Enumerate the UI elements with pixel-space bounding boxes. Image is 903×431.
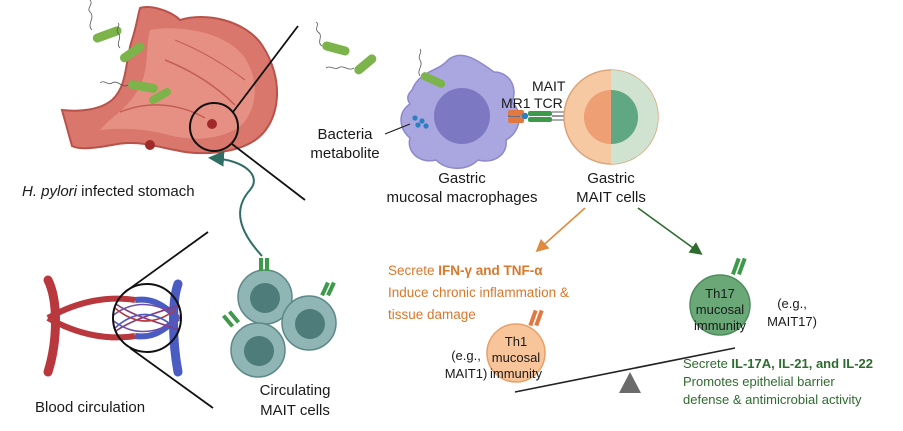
stomach [60,6,279,155]
mait-tcr-label-line1: MAIT [532,78,566,94]
th17-cell-line2: mucosal [696,302,745,317]
th17-cell-line1: Th17 [705,286,735,301]
balance-fulcrum [619,372,641,393]
bacteria-cluster-stomach [88,0,171,104]
zoom-line-bottom [231,143,306,201]
macrophage-label-line1: Gastric [438,170,486,187]
th1-cell-line3: immunity [490,366,543,381]
bacteria-label-line1: Bacteria [317,126,373,143]
ulcer-spot [207,119,217,129]
th1-line2: Induce chronic inflammation & [388,285,569,300]
mr1-tcr-complex [508,110,568,123]
blood-zoom-line-top [124,231,209,293]
stomach-label: H. pylori infected stomach [22,183,195,200]
bacteria-metabolite-pointer [384,123,411,135]
th1-example-line2: MAIT1) [445,366,488,381]
balance-beam [514,347,736,393]
macrophage-label-line2: mucosal macrophages [387,189,538,206]
th17-example-line2: MAIT17) [767,314,817,329]
zoom-line-top [232,25,299,113]
bacteria-label-line2: metabolite [310,145,379,162]
blood-vessels [43,275,183,377]
gastric-macrophage [400,48,520,169]
th17-cell-line3: immunity [694,318,747,333]
th1-cell [486,309,546,383]
mait-tcr-label-line2: TCR [534,95,563,111]
gastric-mait-cell [563,69,659,165]
th17-line2: Promotes epithelial barrier [683,374,835,389]
th17-secrete-line: Secrete IL-17A, IL-21, and IL-22 [683,356,873,371]
arrow-to-th17 [637,207,703,255]
th1-line3: tissue damage [388,307,476,322]
blood-zoom-circle [112,283,182,353]
th17-line3: defense & antimicrobial activity [683,392,862,407]
blood-zoom-line-bottom [129,347,214,409]
circulating-mait-cells [221,258,337,378]
th1-cell-line1: Th1 [505,334,527,349]
mr1-label: MR1 [501,95,531,111]
th1-example-line1: (e.g., [451,348,481,363]
th17-example-line1: (e.g., [777,296,807,311]
th1-cell-line2: mucosal [492,350,541,365]
circulating-label-line1: Circulating [260,382,331,399]
gastric-mait-label-line1: Gastric [587,170,635,187]
bacteria-cluster-center [315,21,377,75]
circulating-label-line2: MAIT cells [260,402,330,419]
migration-arrow [208,150,263,257]
gastric-mait-label-line2: MAIT cells [576,189,646,206]
arrow-to-th1 [535,207,586,253]
blood-circulation-label: Blood circulation [35,399,145,416]
th17-cell [689,257,751,336]
ulcer-spot [145,140,155,150]
th1-secrete-line: Secrete IFN-γ and TNF-α [388,263,543,278]
